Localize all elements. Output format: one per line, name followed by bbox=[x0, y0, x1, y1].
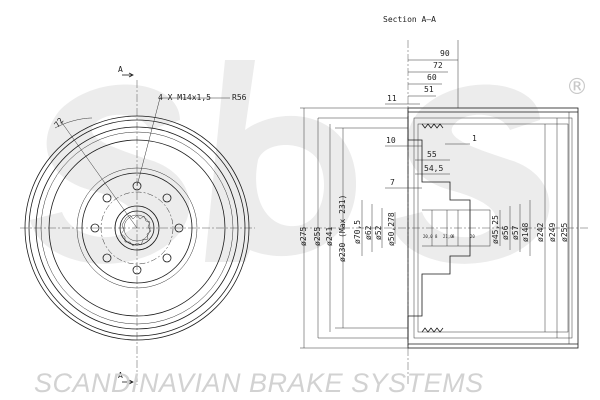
dia-50-278: ø50,278 bbox=[387, 212, 396, 246]
dim-top-60: 60 bbox=[427, 73, 437, 82]
dia-52: ø52 bbox=[374, 225, 383, 240]
dim-55: 55 bbox=[427, 150, 437, 159]
dim-7: 7 bbox=[390, 178, 395, 187]
dia-70-5: ø70,5 bbox=[353, 220, 362, 244]
bore-label-2: 8 bbox=[435, 234, 438, 239]
section-view bbox=[300, 40, 590, 385]
bore-label-4: 8 bbox=[452, 234, 455, 239]
dia-230-max-231: ø230 (Max 231) bbox=[338, 195, 347, 262]
drum-outer-rim bbox=[24, 115, 250, 341]
front-view bbox=[20, 72, 255, 385]
dia-255-right: ø255 bbox=[560, 223, 569, 242]
section-marker-top: A bbox=[118, 65, 123, 74]
wheel-stud-holes bbox=[90, 181, 184, 275]
dia-255-left: ø255 bbox=[313, 227, 322, 246]
dia-275: ø275 bbox=[299, 227, 308, 246]
dim-top-90: 90 bbox=[440, 49, 450, 58]
dia-148: ø148 bbox=[521, 223, 530, 242]
dia-57: ø57 bbox=[511, 225, 520, 240]
section-marker-bottom: A bbox=[118, 371, 123, 380]
dia-45-25: ø45,25 bbox=[491, 215, 500, 244]
dia-56: ø56 bbox=[501, 225, 510, 240]
brand-footer-text: SCANDINAVIAN BRAKE SYSTEMS bbox=[34, 368, 484, 398]
dia-242: ø242 bbox=[536, 223, 545, 242]
dim-top-72: 72 bbox=[433, 61, 443, 70]
dim-54-5: 54,5 bbox=[424, 164, 443, 173]
dim-top-51: 51 bbox=[424, 85, 434, 94]
radius-note: R56 bbox=[232, 93, 247, 102]
bore-label-5: 20 bbox=[470, 234, 475, 239]
dia-241: ø241 bbox=[325, 227, 334, 246]
dia-249: ø249 bbox=[548, 223, 557, 242]
bore-label-1: 20,0 bbox=[423, 234, 433, 239]
dim-1: 1 bbox=[472, 134, 477, 143]
bore-label-3: 21,0 bbox=[443, 234, 453, 239]
dim-11: 11 bbox=[387, 94, 397, 103]
registered-trademark-icon: ® bbox=[566, 75, 588, 100]
section-title: Section A–A bbox=[383, 15, 436, 24]
dia-62: ø62 bbox=[364, 225, 373, 240]
thread-note: 4 X M14x1,5 bbox=[158, 93, 211, 102]
sbs-watermark-logo bbox=[30, 60, 550, 264]
hub-center-bore bbox=[119, 210, 155, 246]
dim-10: 10 bbox=[386, 136, 396, 145]
